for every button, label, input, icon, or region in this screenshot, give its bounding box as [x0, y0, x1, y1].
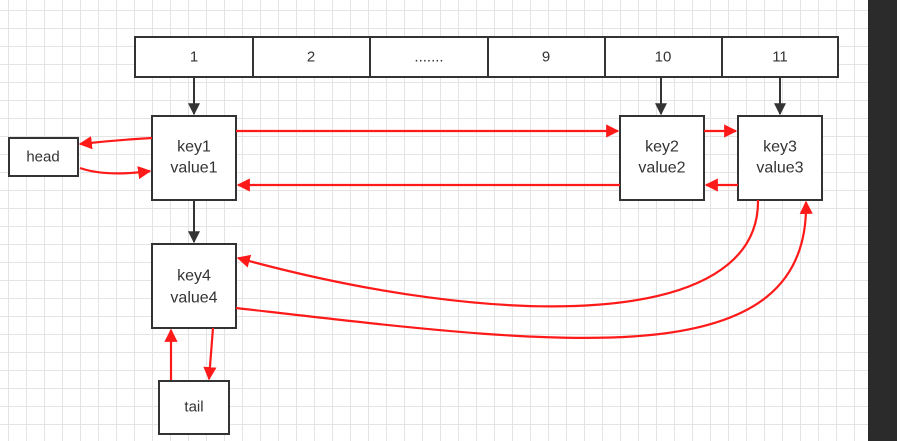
node-key1: key1 value1 — [151, 115, 237, 201]
bucket-label: 1 — [190, 49, 198, 66]
node-value-text: value4 — [170, 290, 217, 307]
bucket-label: 11 — [772, 49, 788, 66]
linked-hashmap-diagram: 1 2 ....... 9 10 11 — [8, 36, 839, 435]
bucket-label: 2 — [307, 49, 315, 66]
node-value-text: value3 — [756, 160, 803, 177]
node1-to-head-arrow — [78, 136, 153, 150]
diagram-canvas: 1 2 ....... 9 10 11 — [0, 0, 868, 441]
tail-label: tail — [184, 399, 203, 416]
node3-to-node4-arrow — [236, 199, 760, 308]
linked-list-arrows — [78, 124, 813, 381]
node4-to-node3-arrow — [235, 200, 813, 339]
bucket-cell-2: 2 — [252, 36, 371, 78]
node-key-text: key4 — [177, 268, 211, 285]
node-key4: key4 value4 — [151, 243, 237, 329]
node-value-text: value2 — [638, 160, 685, 177]
bucket-arrows — [188, 78, 786, 244]
node-value-text: value1 — [170, 160, 217, 177]
bucket-cell-10: 10 — [604, 36, 723, 78]
head-to-node1-arrow — [79, 166, 152, 180]
bucket-cell-11: 11 — [721, 36, 839, 78]
bucket-cell-ellipsis: ....... — [369, 36, 489, 78]
head-pointer: head — [8, 137, 79, 177]
node-key-text: key1 — [177, 139, 211, 156]
head-label: head — [26, 149, 59, 166]
node-key3: key3 value3 — [737, 115, 823, 201]
bucket-cell-9: 9 — [487, 36, 606, 78]
node4-to-tail-arrow — [203, 327, 217, 381]
bucket-label: ....... — [414, 49, 443, 66]
tail-pointer: tail — [158, 380, 230, 435]
bucket-array: 1 2 ....... 9 10 11 — [134, 36, 839, 78]
scrollbar-panel — [868, 0, 897, 441]
bucket-label: 10 — [655, 49, 672, 66]
bucket-label: 9 — [542, 49, 550, 66]
node-key2: key2 value2 — [619, 115, 705, 201]
bucket-cell-1: 1 — [134, 36, 254, 78]
node-key-text: key2 — [645, 139, 679, 156]
node-key-text: key3 — [763, 139, 797, 156]
